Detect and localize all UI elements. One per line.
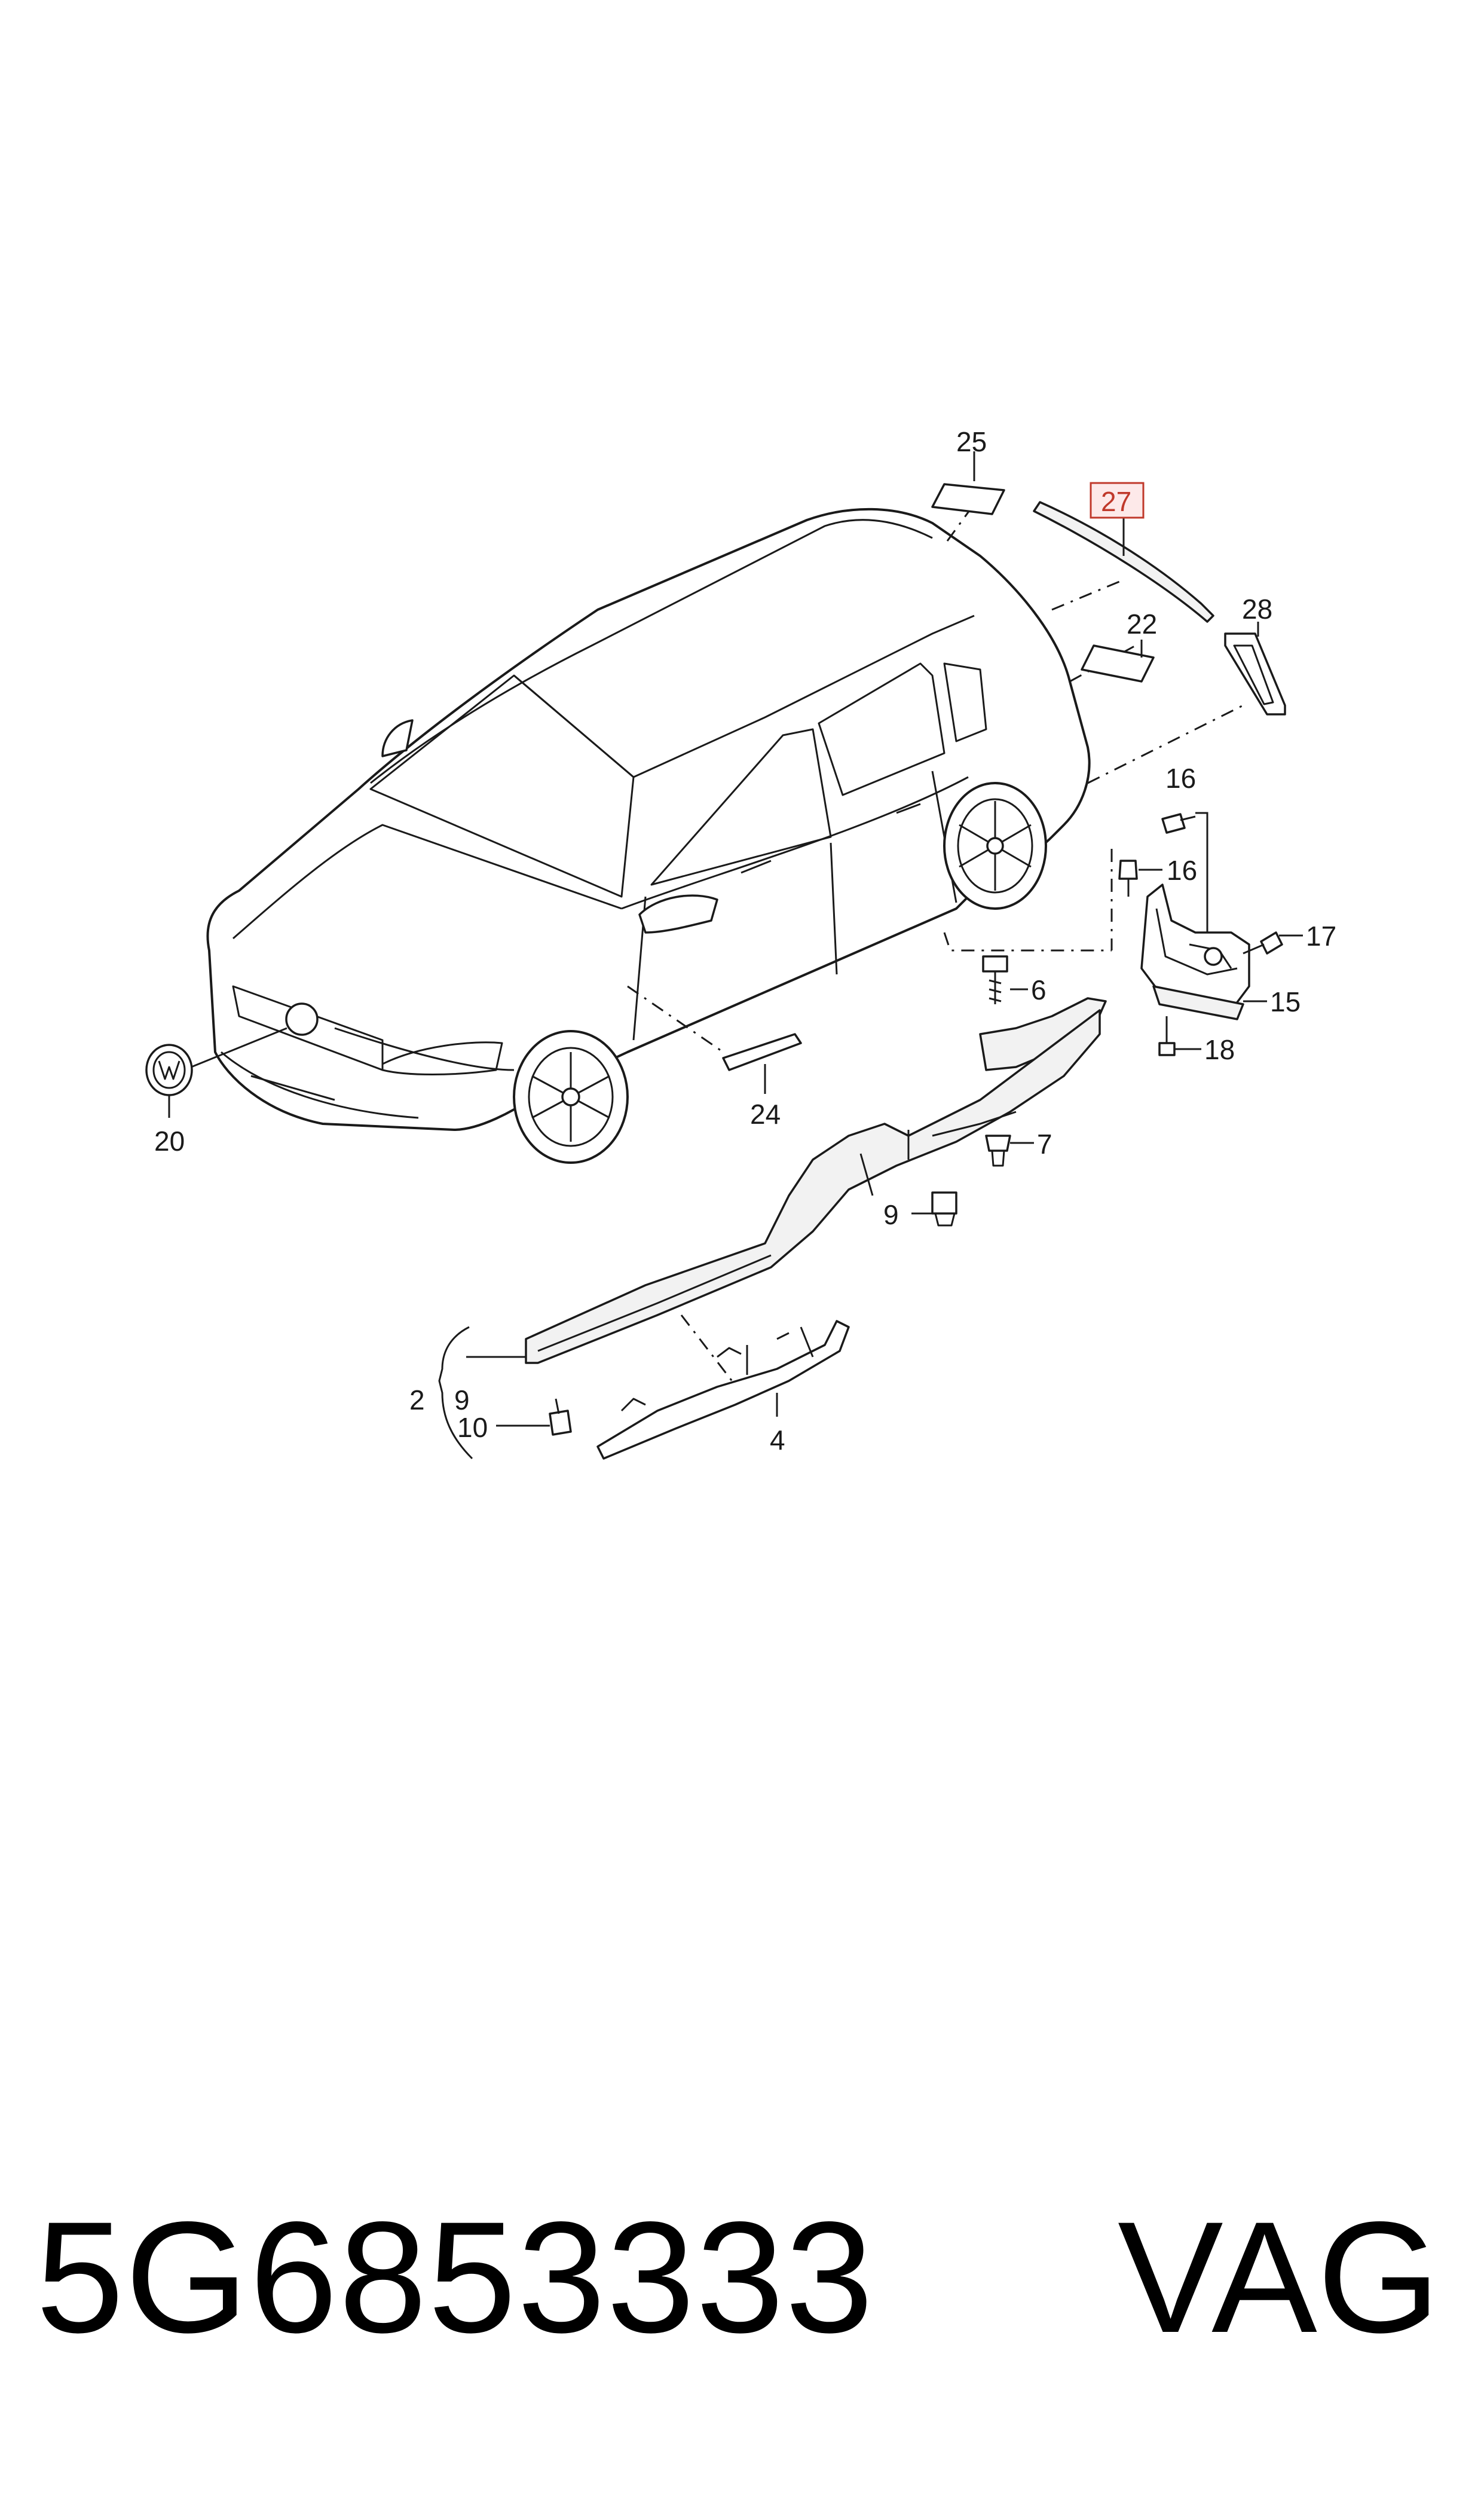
part-4-mounting-rail (596, 1320, 850, 1460)
group-bracket-2 (438, 1326, 473, 1460)
callout-2: 2 (409, 1384, 425, 1416)
callout-15: 15 (1270, 986, 1301, 1017)
callout-27: 27 (1101, 486, 1131, 517)
callout-7: 7 (1037, 1129, 1052, 1160)
part-25-label-plate (931, 483, 1005, 515)
callout-16-lower: 16 (1167, 855, 1197, 886)
callout-labels: 25 27 22 28 16 16 17 15 18 6 7 9 20 24 2… (154, 426, 1336, 1456)
car-illustration (206, 508, 1091, 1164)
part-7-clip (985, 1135, 1034, 1167)
part-18-screw (1158, 1016, 1201, 1056)
callout-20: 20 (154, 1126, 185, 1157)
part-20-vw-emblem (145, 1027, 287, 1118)
part-number-text: 5G6853333 (36, 2189, 875, 2366)
callout-27-highlight-box (1090, 482, 1145, 519)
part-10-clip (496, 1398, 572, 1436)
part-16-bolt-upper (1161, 812, 1208, 933)
footer: 5G6853333 VAG (36, 2188, 1458, 2367)
callout-17: 17 (1306, 921, 1336, 952)
part-16-bolt-lower (1118, 860, 1162, 897)
callout-6: 6 (1031, 974, 1047, 1005)
part-15-hinge-bracket (1140, 883, 1250, 1020)
callout-28: 28 (1242, 594, 1272, 625)
callout-10: 10 (457, 1412, 488, 1443)
callout-22: 22 (1127, 609, 1157, 640)
part-9-clip (911, 1191, 957, 1227)
part-2-side-sill-panel (466, 1009, 1101, 1364)
callout-4: 4 (770, 1424, 785, 1456)
callout-25: 25 (956, 426, 987, 457)
part-27-trim-strip (1033, 501, 1214, 623)
part-6-bolt (982, 955, 1028, 1004)
callout-9-upper: 9 (883, 1199, 899, 1230)
callout-18: 18 (1204, 1034, 1235, 1065)
callout-16-upper: 16 (1165, 763, 1196, 794)
brand-text: VAG (1118, 2189, 1440, 2366)
part-24-sill-decal (722, 1033, 802, 1071)
part-17-screw (1243, 931, 1303, 955)
callout-9-lower: 9 (454, 1384, 470, 1416)
callout-24: 24 (750, 1099, 781, 1130)
part-22-label (1081, 644, 1155, 683)
